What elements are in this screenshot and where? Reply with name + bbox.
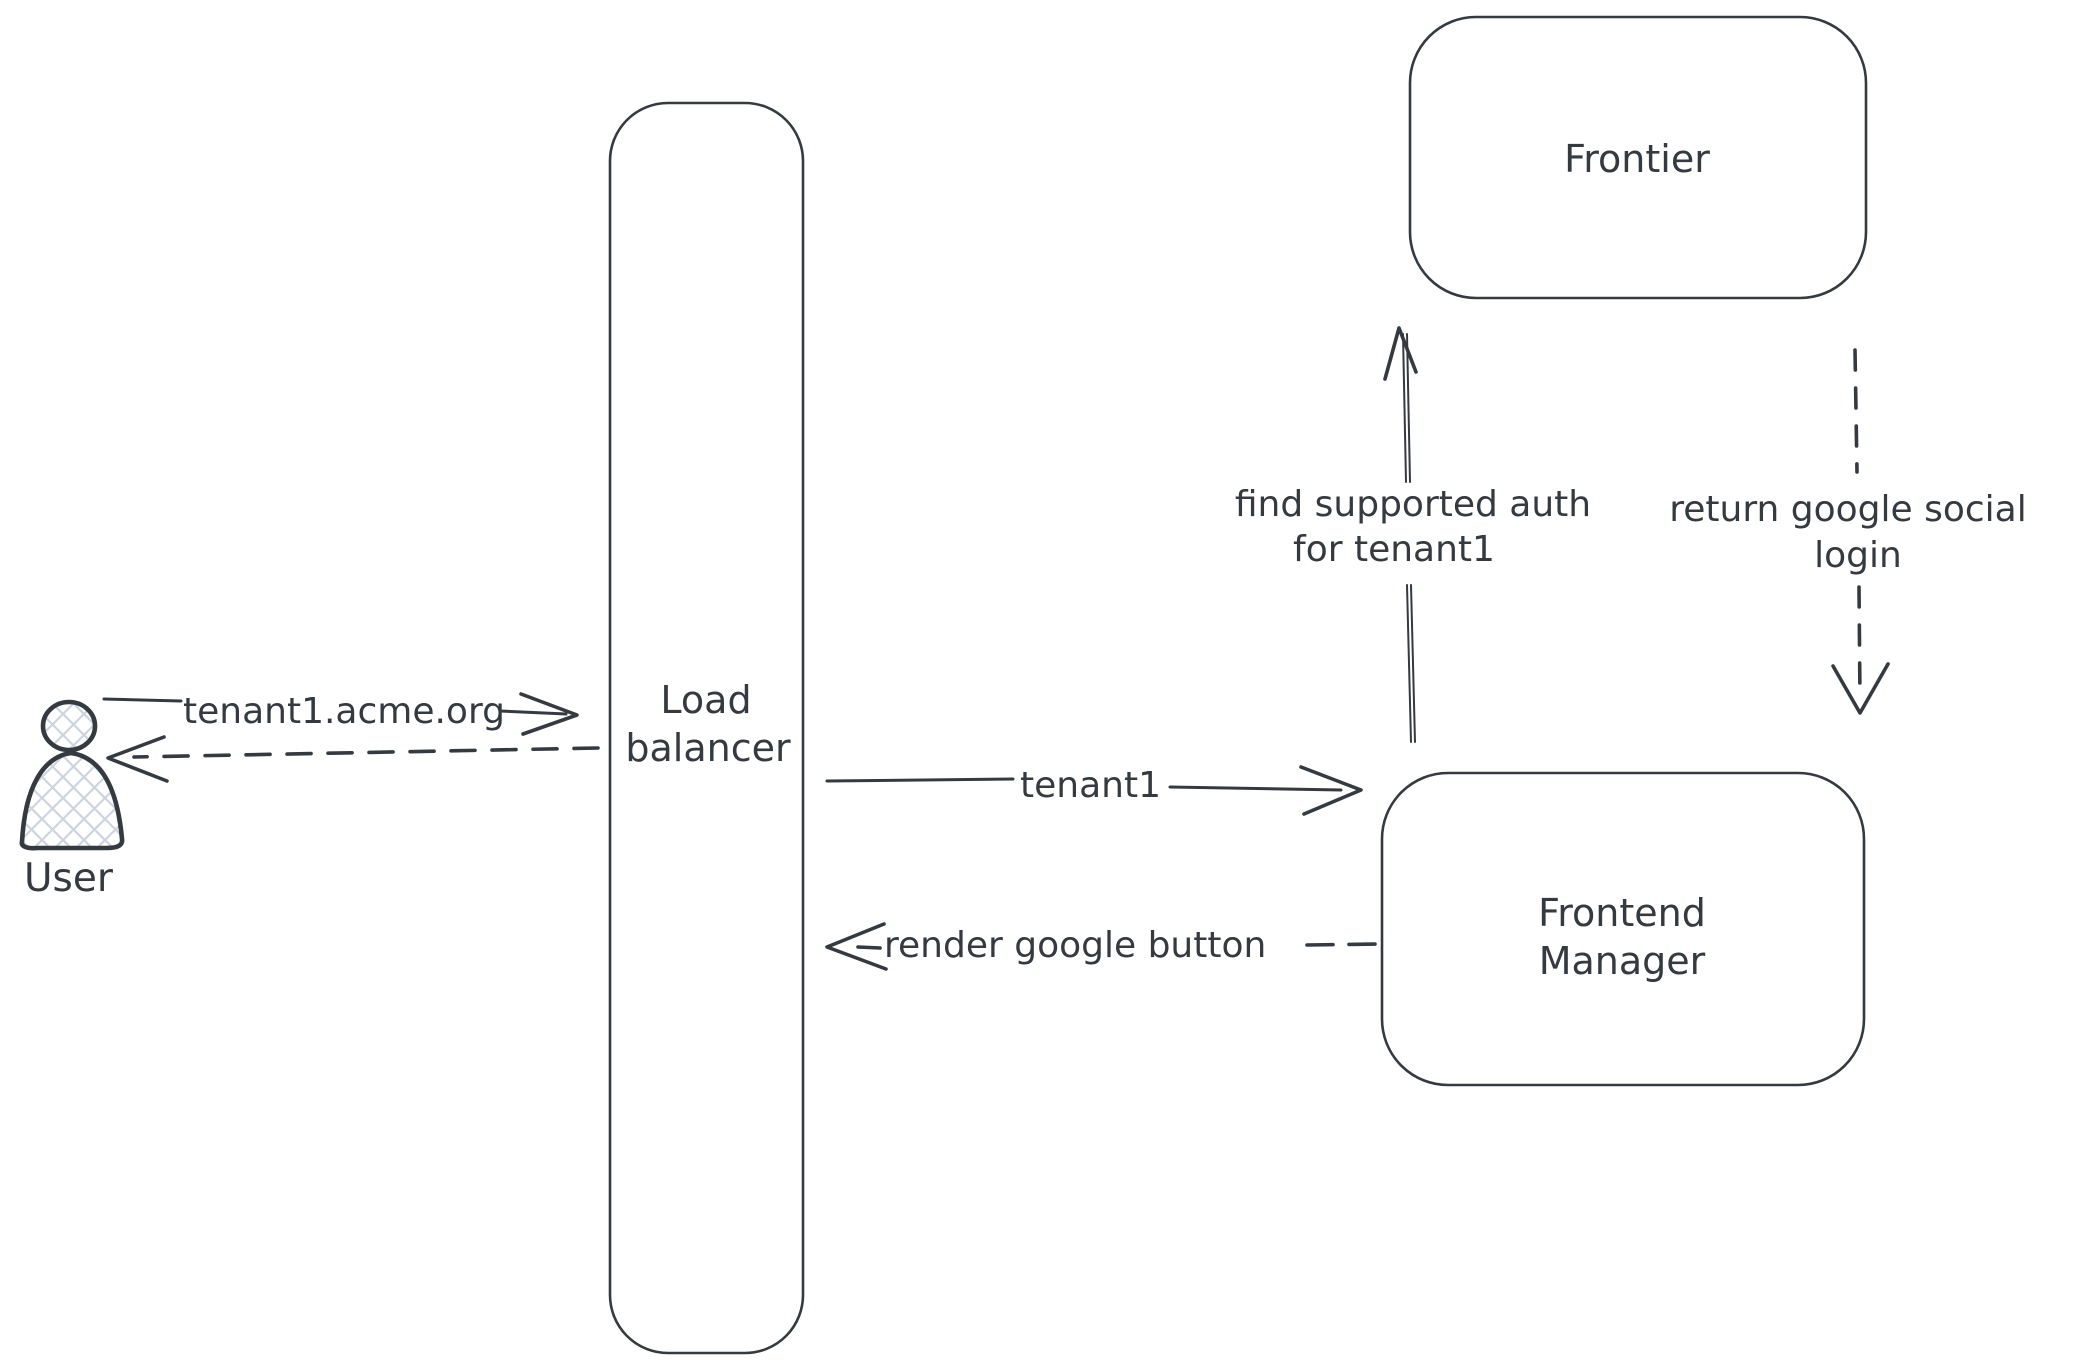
arrowhead-right-icon (519, 692, 579, 736)
arrowhead-down-icon (1831, 662, 1890, 715)
user-node: User (19, 699, 125, 901)
arrow-label-line2: login (1814, 535, 1902, 576)
user-label: User (24, 856, 114, 901)
frontend-manager-box (1380, 771, 1866, 1087)
arrow-line (1410, 584, 1416, 743)
arrowhead-right-icon (1299, 765, 1363, 816)
arrow-line (1406, 333, 1411, 483)
arrow-frontier-to-frontend-manager: return google social login (1669, 348, 2027, 715)
load-balancer-label-line2: balancer (625, 726, 791, 770)
arrow-label-line1: find supported auth (1235, 484, 1591, 525)
frontier-node: Frontier (1408, 15, 1868, 300)
arrow-dashed-line (1305, 942, 1380, 947)
frontier-label: Frontier (1564, 137, 1710, 181)
arrow-load-balancer-to-user (106, 735, 600, 783)
frontend-manager-label-line1: Frontend (1538, 891, 1706, 935)
arrow-dashed-line (132, 746, 600, 759)
arrow-line (1406, 584, 1412, 743)
arrow-load-balancer-to-frontend-manager: tenant1 (825, 765, 1363, 816)
arrow-label-line1: return google social (1669, 489, 2027, 530)
user-head-icon (40, 699, 98, 753)
arrow-dashed-line (1857, 585, 1862, 702)
arrow-line (1402, 333, 1407, 483)
arrow-line (498, 709, 568, 716)
arrow-label: render google button (884, 925, 1266, 966)
frontier-box (1408, 15, 1868, 300)
arrowhead-left-icon (106, 735, 169, 783)
arrow-line (1168, 785, 1343, 792)
arrow-frontend-manager-to-frontier: find supported auth for tenant1 (1235, 326, 1591, 743)
arrow-dashed-line (1853, 348, 1859, 474)
load-balancer-box (608, 101, 805, 1355)
arrow-label-line2: for tenant1 (1293, 529, 1495, 570)
arrow-label: tenant1.acme.org (183, 691, 505, 732)
frontend-manager-label-line2: Manager (1539, 939, 1706, 983)
frontend-manager-node: Frontend Manager (1380, 771, 1866, 1087)
arrow-line (102, 697, 183, 703)
arrow-label: tenant1 (1020, 765, 1161, 806)
arrow-user-to-load-balancer: tenant1.acme.org (102, 691, 579, 736)
load-balancer-label-line1: Load (660, 678, 751, 722)
arrow-frontend-manager-to-load-balancer: render google button (825, 922, 1380, 971)
arrow-dashed-line (856, 945, 882, 950)
arrow-line (825, 777, 1015, 783)
arrowhead-up-icon (1383, 326, 1418, 381)
user-body-icon (19, 750, 125, 851)
arrowhead-left-icon (825, 922, 888, 971)
load-balancer-node: Load balancer (608, 101, 805, 1355)
